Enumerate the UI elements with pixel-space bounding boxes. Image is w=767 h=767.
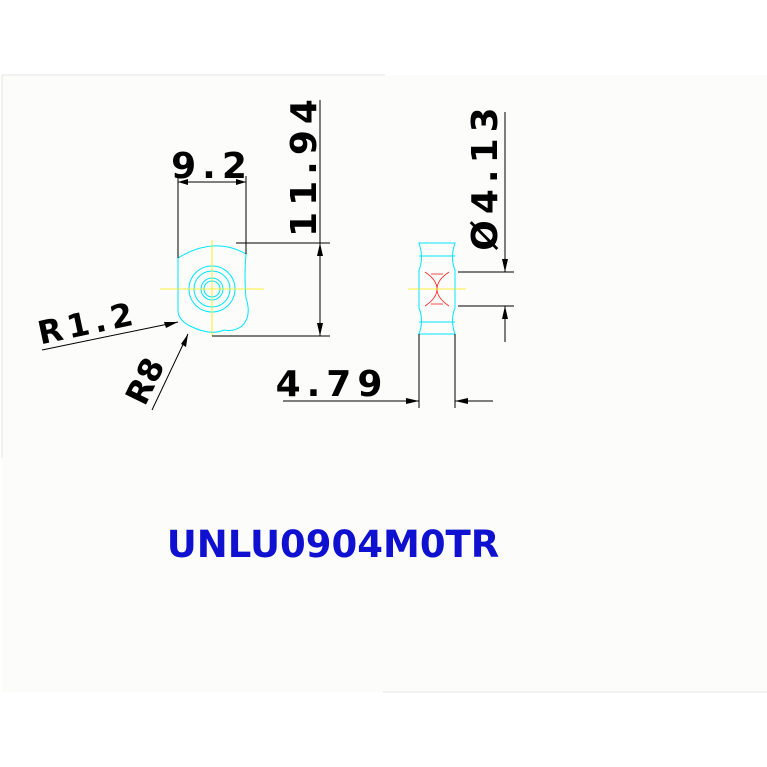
dim-width-label: 9.2 [171,146,253,187]
arrow-r8 [181,334,188,347]
arrow-4-79-right [455,398,468,404]
dim-height-label: 11.94 [284,93,325,237]
dim-thickness-label: 4.79 [276,364,389,405]
arrow-r1-2 [164,322,178,328]
dimension-arrowheads [164,179,508,404]
dim-hole-diameter-label: Ø4.13 [465,101,506,250]
drawing-sheet [2,75,767,692]
top-view-centerlines [160,240,264,336]
dimension-lines [41,100,514,411]
arrow-11-94-top [317,243,323,256]
arrow-11-94-bottom [317,323,323,336]
arrow-dia-bottom [502,306,508,319]
arrow-4-79-left [406,398,419,404]
arrow-9-2-left [178,179,188,185]
arrow-dia-top [502,259,508,272]
part-number: UNLU0904M0TR [167,523,500,566]
arrow-9-2-right [236,179,246,185]
